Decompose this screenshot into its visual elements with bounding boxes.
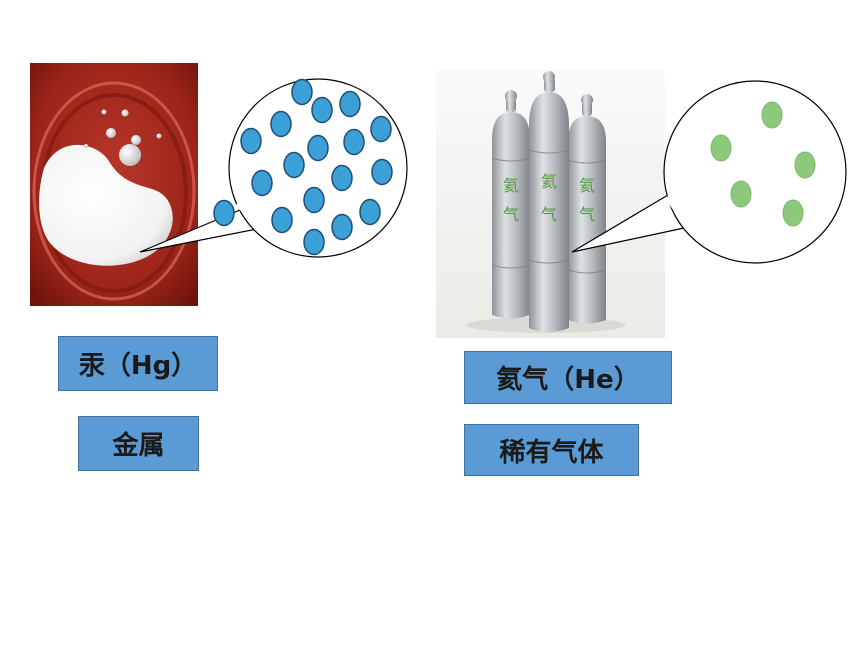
helium-atom [782,199,804,227]
helium-atom [761,101,783,129]
mercury-atom [311,96,333,124]
mercury-atom [270,110,292,138]
cylinder-text-5: 氦 [579,176,595,195]
mercury-name-label: 汞（Hg） [58,336,218,391]
helium-cylinders-image: 氦 气 氦 气 氦 气 [436,70,665,338]
mercury-atom [371,158,393,186]
mercury-dish-image [30,63,198,306]
helium-atom [794,151,816,179]
mercury-atom [303,186,325,214]
cylinder-text-6: 气 [579,205,595,224]
cylinder-text-2: 气 [503,205,519,224]
cylinder-text-4: 气 [541,205,557,224]
helium-category-label: 稀有气体 [464,424,639,476]
helium-name-label: 氦气（He） [464,351,672,404]
mercury-atom [240,127,262,155]
mercury-atom [283,151,305,179]
helium-atom [710,134,732,162]
mercury-atom [291,78,313,106]
cylinder-text-3: 氦 [541,172,557,191]
mercury-atom [331,164,353,192]
cylinder-text-1: 氦 [503,176,519,195]
mercury-atom [271,206,293,234]
mercury-atom [303,228,325,256]
mercury-atom [251,169,273,197]
mercury-atom [213,199,235,227]
mercury-atom [331,213,353,241]
helium-atom [730,180,752,208]
mercury-atom [343,128,365,156]
mercury-atom [339,90,361,118]
mercury-atom [370,115,392,143]
mercury-category-label: 金属 [78,416,199,471]
mercury-atom [307,134,329,162]
mercury-atom [359,198,381,226]
